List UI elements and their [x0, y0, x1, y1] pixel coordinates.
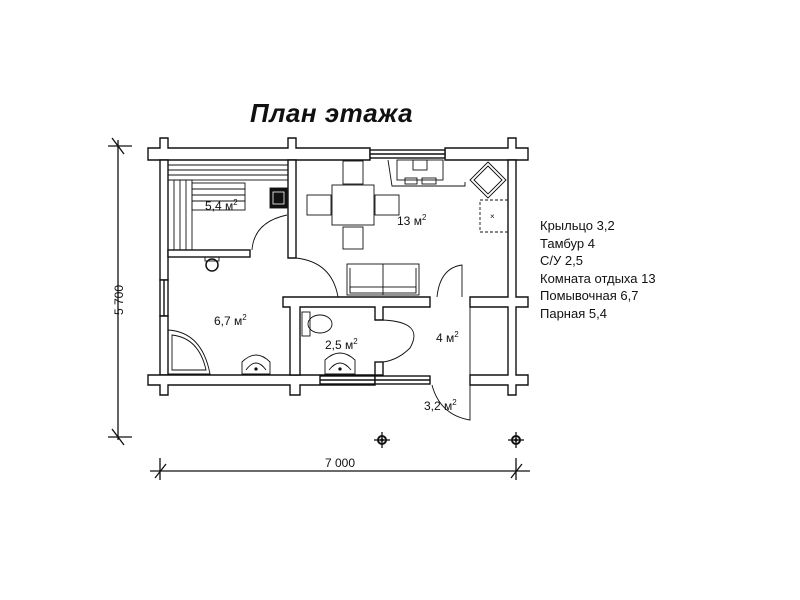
svg-text:×: ×: [490, 212, 495, 221]
armchair-icon: [469, 161, 507, 199]
dimension-width-label: 7 000: [325, 456, 355, 470]
steam-room-area: 5,4 м2: [205, 198, 238, 213]
table-icon: [331, 184, 375, 226]
washroom: [167, 329, 271, 375]
dimension-width: 7 000: [150, 456, 530, 480]
washroom-area: 6,7 м2: [214, 313, 247, 328]
legend-item-vestibule: Тамбур 4: [540, 235, 595, 251]
legend-item-porch: Крыльцо 3,2: [540, 218, 615, 233]
bathroom-area: 2,5 м2: [325, 337, 358, 352]
legend-item-rest-room: Комната отдыха 13: [540, 270, 656, 286]
porch-area: 3,2 м2: [424, 398, 457, 413]
sofa-icon: [346, 263, 420, 296]
axis-marker: [508, 432, 524, 448]
legend-item-steam-room: Парная 5,4: [540, 305, 607, 321]
sink-icon: [241, 354, 271, 375]
bathroom: [301, 311, 415, 375]
stove-icon: [269, 187, 288, 209]
area-legend: Крыльцо 3,2 Тамбур 4 С/У 2,5 Комната отд…: [540, 217, 656, 322]
rest-room-area: 13 м2: [397, 213, 427, 228]
sink-icon: [324, 352, 356, 375]
legend-item-bathroom: С/У 2,5: [540, 253, 583, 268]
dimension-height-label: 5 700: [112, 285, 126, 315]
toilet-icon: [301, 311, 333, 337]
walls: [147, 137, 529, 396]
dimension-height: 5 700: [108, 137, 132, 446]
axis-marker: [374, 432, 390, 448]
plan-title: План этажа: [250, 98, 414, 128]
vestibule-area: 4 м2: [436, 330, 459, 345]
legend-item-washroom: Помывочная 6,7: [540, 288, 639, 303]
steam-room: [167, 159, 289, 272]
porch: [431, 384, 471, 421]
rest-room: ×: [295, 159, 509, 298]
